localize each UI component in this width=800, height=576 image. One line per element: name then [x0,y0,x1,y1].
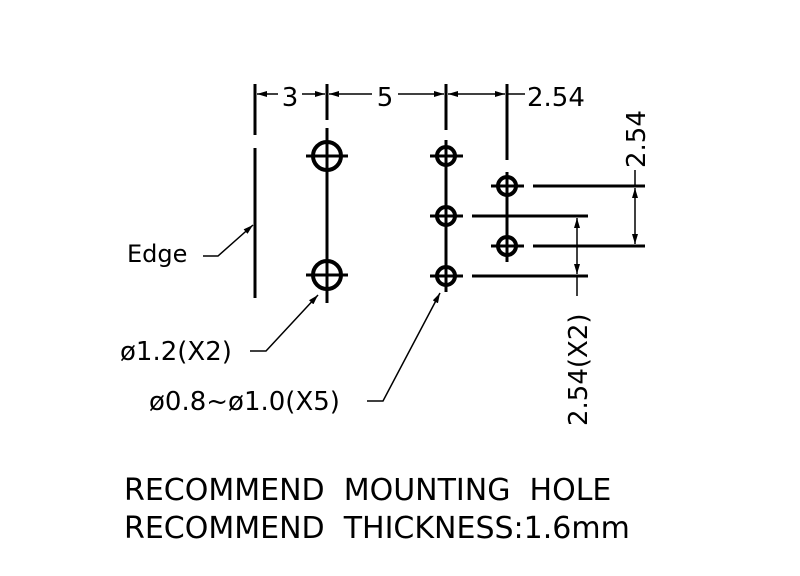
vertical-dimension-col2: 2.54(X2) [564,218,594,426]
vertical-dimension-col3: 2.54 [622,110,652,244]
leaders [203,224,441,402]
small-hole-label: ø0.8~ø1.0(X5) [149,387,340,417]
dim-3: 3 [282,83,299,113]
dim-2-54-x2: 2.54(X2) [564,313,594,426]
small-holes [430,142,524,292]
large-hole-label: ø1.2(X2) [120,337,232,367]
dim-5: 5 [377,83,394,113]
note-thickness: RECOMMEND THICKNESS:1.6mm [124,511,630,546]
edge-label: Edge [127,240,187,268]
dim-2-54-horizontal: 2.54 [527,83,585,113]
dim-2-54-vertical: 2.54 [622,110,652,168]
large-holes [306,140,348,292]
note-mounting-hole: RECOMMEND MOUNTING HOLE [124,473,611,508]
horizontal-dimension: 3 5 2.54 [257,83,585,113]
